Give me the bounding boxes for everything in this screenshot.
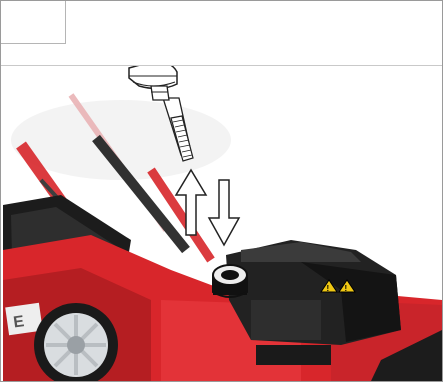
svg-text:!: !: [345, 284, 348, 293]
oil-filler-neck-icon: [213, 265, 247, 297]
lawn-mower-icon: E ! !: [1, 66, 442, 381]
frame-border-top: [0, 0, 443, 1]
svg-text:!: !: [327, 284, 330, 293]
figure-label-box: [1, 1, 66, 44]
